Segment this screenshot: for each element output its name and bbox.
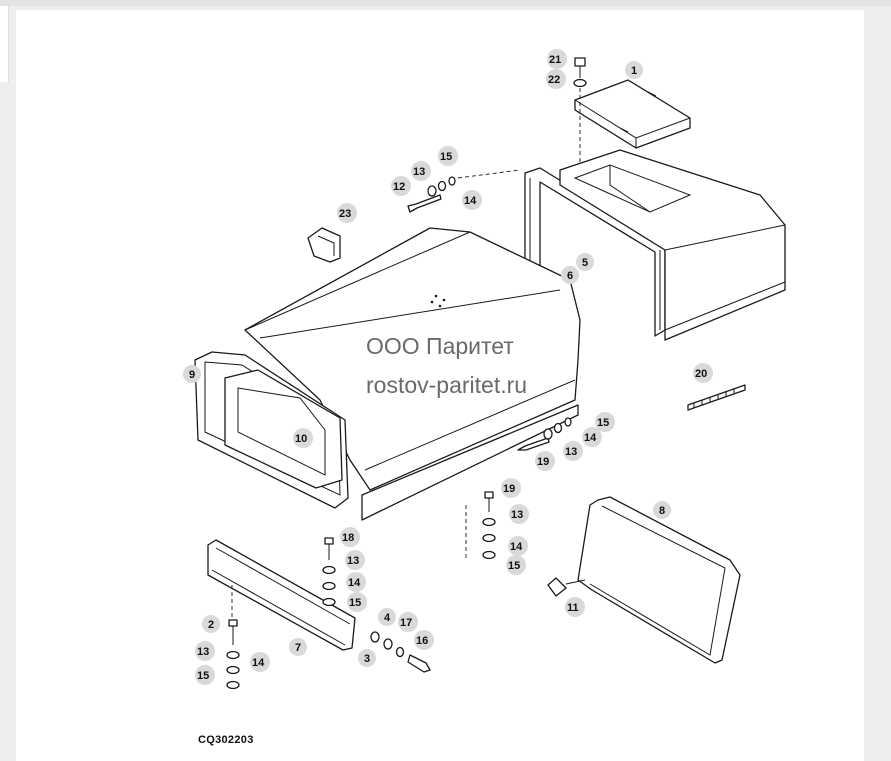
svg-text:15: 15	[197, 670, 209, 682]
callout-18: 18	[340, 527, 360, 547]
svg-text:23: 23	[339, 208, 351, 220]
svg-text:18: 18	[342, 532, 354, 544]
svg-text:19: 19	[537, 456, 549, 468]
part-1-cover-plate	[574, 79, 691, 149]
callout-15-right: 15	[595, 412, 615, 432]
part-6-canopy	[244, 227, 581, 521]
callout-11: 11	[565, 597, 585, 617]
svg-text:15: 15	[597, 417, 609, 429]
svg-text:15: 15	[349, 597, 361, 609]
fastener-stack-19-15-right	[517, 417, 572, 451]
svg-text:22: 22	[548, 74, 560, 86]
fastener-stack-2-15	[226, 619, 240, 690]
svg-text:13: 13	[413, 166, 425, 178]
callout-12: 12	[391, 176, 411, 196]
callout-14-top: 14	[462, 190, 482, 210]
callout-14-left: 14	[346, 572, 366, 592]
svg-text:9: 9	[189, 369, 195, 381]
part-10-window	[224, 369, 343, 489]
svg-text:4: 4	[384, 612, 391, 624]
callout-14-bottom: 14	[250, 652, 270, 672]
svg-text:14: 14	[510, 541, 523, 553]
callout-10: 10	[293, 428, 313, 448]
svg-text:15: 15	[508, 560, 520, 572]
callout-2: 2	[202, 615, 220, 633]
callout-14-right: 14	[582, 427, 602, 447]
callout-5: 5	[576, 253, 594, 271]
callout-14-middle: 14	[508, 536, 528, 556]
fastener-stack-12-15	[407, 169, 521, 213]
svg-text:15: 15	[440, 151, 452, 163]
left-tab	[0, 6, 9, 82]
top-strip	[0, 0, 891, 6]
callout-3: 3	[358, 649, 376, 667]
part-8-side-panel	[577, 496, 741, 664]
svg-text:8: 8	[659, 505, 665, 517]
svg-text:14: 14	[584, 432, 597, 444]
callout-21: 21	[547, 49, 567, 69]
part-11-latch	[547, 577, 586, 597]
callout-13-right: 13	[563, 441, 583, 461]
callout-16: 16	[414, 630, 434, 650]
nut-22	[573, 78, 587, 165]
callout-13-bottom: 13	[195, 641, 215, 661]
fastener-stack-19-15-middle	[465, 491, 496, 560]
fastener-stack-3-16	[370, 631, 431, 673]
callout-13-left: 13	[345, 550, 365, 570]
part-7-rail	[207, 539, 356, 651]
callout-4: 4	[378, 608, 396, 626]
upper-housing	[559, 149, 786, 341]
callout-15-left: 15	[347, 592, 367, 612]
svg-text:13: 13	[565, 446, 577, 458]
svg-text:14: 14	[348, 577, 361, 589]
callout-23: 23	[337, 203, 357, 223]
callout-9: 9	[183, 365, 201, 383]
callout-13-middle: 13	[509, 504, 529, 524]
callout-15-bottom: 15	[195, 665, 215, 685]
callout-8: 8	[653, 501, 671, 519]
svg-text:3: 3	[364, 653, 370, 665]
callout-22: 22	[546, 69, 566, 89]
callout-19-right: 19	[535, 451, 555, 471]
callout-15-top: 15	[438, 146, 458, 166]
svg-text:13: 13	[347, 555, 359, 567]
bolt-21	[574, 57, 586, 78]
callout-13-top: 13	[411, 161, 431, 181]
svg-text:11: 11	[567, 602, 579, 614]
drawing-code: CQ302203	[198, 734, 254, 746]
svg-text:21: 21	[549, 54, 561, 66]
svg-text:1: 1	[631, 65, 637, 77]
svg-text:5: 5	[582, 257, 588, 269]
callout-20: 20	[693, 363, 713, 383]
part-20-strip	[687, 384, 746, 411]
svg-text:13: 13	[511, 509, 523, 521]
fastener-stack-18-15	[322, 537, 336, 607]
svg-text:17: 17	[400, 617, 412, 629]
watermark-company: ООО Паритет	[366, 333, 514, 359]
callout-1: 1	[625, 61, 643, 79]
svg-text:6: 6	[567, 270, 573, 282]
svg-text:20: 20	[695, 368, 707, 380]
svg-text:14: 14	[252, 657, 265, 669]
callout-6: 6	[561, 266, 579, 284]
callout-19-middle: 19	[501, 478, 521, 498]
svg-text:7: 7	[295, 642, 301, 654]
svg-text:16: 16	[416, 635, 428, 647]
watermark-url: rostov-paritet.ru	[366, 372, 528, 398]
part-23-bracket	[307, 227, 341, 263]
svg-text:19: 19	[503, 483, 515, 495]
callout-7: 7	[289, 638, 307, 656]
svg-text:12: 12	[393, 181, 405, 193]
svg-text:14: 14	[464, 195, 477, 207]
svg-text:10: 10	[295, 433, 307, 445]
svg-text:13: 13	[197, 646, 209, 658]
callout-15-middle: 15	[506, 555, 526, 575]
svg-text:2: 2	[208, 619, 214, 631]
callout-17: 17	[398, 612, 418, 632]
